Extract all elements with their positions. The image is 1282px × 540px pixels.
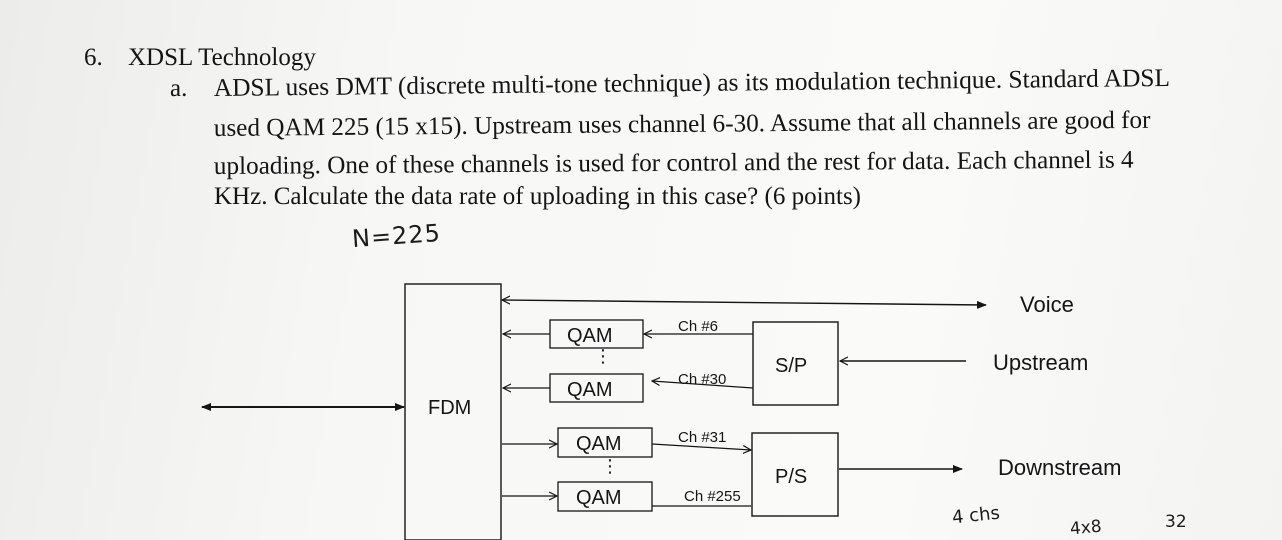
question-line-4: KHz. Calculate the data rate of uploadin… [214,183,862,210]
fdm-box [404,283,502,540]
qam-label-upstream-2: QAM [567,379,613,401]
fdm-label: FDM [428,397,471,419]
ps-label: P/S [775,466,807,488]
ellipsis-upstream: ⋮ [594,346,612,366]
qam-box-downstream-2 [557,481,653,512]
upstream-label: Upstream [993,350,1088,375]
question-heading: 6. XDSL Technology [84,44,316,72]
line-ch30 [652,381,754,389]
sp-box [752,321,839,406]
ch30-label: Ch #30 [678,371,726,388]
ps-box [751,432,839,517]
sp-label: S/P [775,355,807,377]
handwritten-note-result: 32 [1165,512,1187,532]
voice-label: Voice [1020,292,1074,317]
voice-line [502,300,986,305]
qam-label-upstream-1: QAM [567,325,613,347]
ch31-label: Ch #31 [678,429,726,446]
qam-box-downstream-1 [557,427,653,458]
part-letter: a. [170,75,188,102]
ch255-label: Ch #255 [684,488,741,505]
ch6-label: Ch #6 [678,318,718,335]
qam-label-downstream-2: QAM [576,487,622,509]
downstream-label: Downstream [998,455,1121,480]
ellipsis-downstream: ⋮ [601,456,619,476]
qam-label-downstream-1: QAM [576,433,622,455]
line-ch31 [651,443,751,450]
question-number: 6. [84,44,103,71]
question-title: XDSL Technology [128,44,316,71]
